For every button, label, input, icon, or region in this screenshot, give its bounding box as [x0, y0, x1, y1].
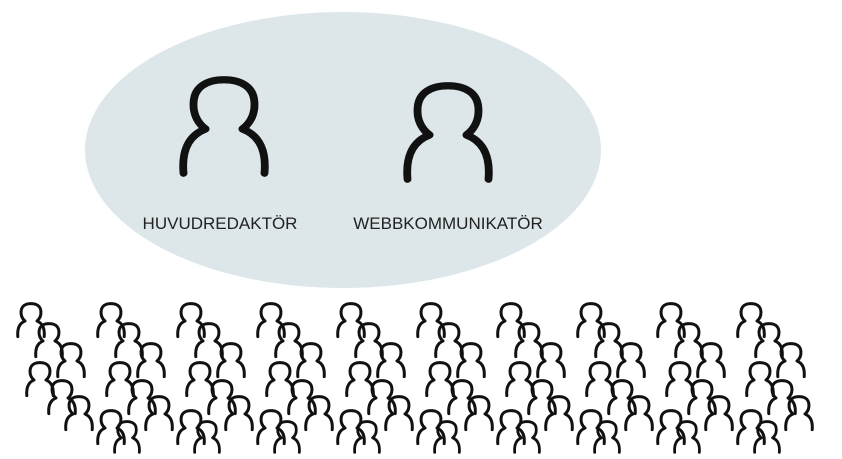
person-icon — [513, 420, 541, 454]
person-icon — [194, 322, 224, 359]
person-icon — [696, 342, 726, 379]
person-icon — [384, 395, 414, 432]
person-icon — [224, 395, 254, 432]
person-icon — [216, 342, 246, 379]
person-icon — [345, 361, 375, 398]
person-icon — [353, 420, 381, 454]
person-icon — [754, 322, 784, 359]
person-icon — [193, 420, 221, 454]
editorial-team-ellipse — [85, 12, 601, 288]
person-icon — [274, 322, 304, 359]
person-icon — [433, 420, 461, 454]
person-icon — [585, 361, 615, 398]
person-icon — [434, 322, 464, 359]
person-icon — [25, 361, 55, 398]
person-icon — [514, 322, 544, 359]
person-icon — [304, 395, 334, 432]
person-icon — [136, 342, 166, 379]
person-icon — [624, 395, 654, 432]
person-icon — [376, 342, 406, 379]
chief-editor-label: HUVUDREDAKTÖR — [143, 214, 298, 233]
person-icon — [753, 420, 781, 454]
person-icon — [354, 322, 384, 359]
person-icon — [425, 361, 455, 398]
person-icon — [113, 420, 141, 454]
person-icon — [105, 361, 135, 398]
person-icon — [616, 342, 646, 379]
person-icon — [674, 322, 704, 359]
person-icon — [665, 361, 695, 398]
reader-crowd — [16, 302, 814, 454]
person-icon — [536, 342, 566, 379]
person-icon — [784, 395, 814, 432]
person-icon — [593, 420, 621, 454]
person-icon — [704, 395, 734, 432]
person-icon — [594, 322, 624, 359]
person-icon — [185, 361, 215, 398]
person-icon — [464, 395, 494, 432]
person-icon — [114, 322, 144, 359]
person-icon — [505, 361, 535, 398]
person-icon — [56, 342, 86, 379]
person-icon — [64, 395, 94, 432]
person-icon — [296, 342, 326, 379]
person-icon — [34, 322, 64, 359]
person-icon — [745, 361, 775, 398]
person-icon — [456, 342, 486, 379]
person-icon — [265, 361, 295, 398]
web-communicator-label: WEBBKOMMUNIKATÖR — [353, 214, 543, 233]
person-icon — [673, 420, 701, 454]
person-icon — [144, 395, 174, 432]
person-icon — [544, 395, 574, 432]
person-icon — [273, 420, 301, 454]
person-icon — [776, 342, 806, 379]
